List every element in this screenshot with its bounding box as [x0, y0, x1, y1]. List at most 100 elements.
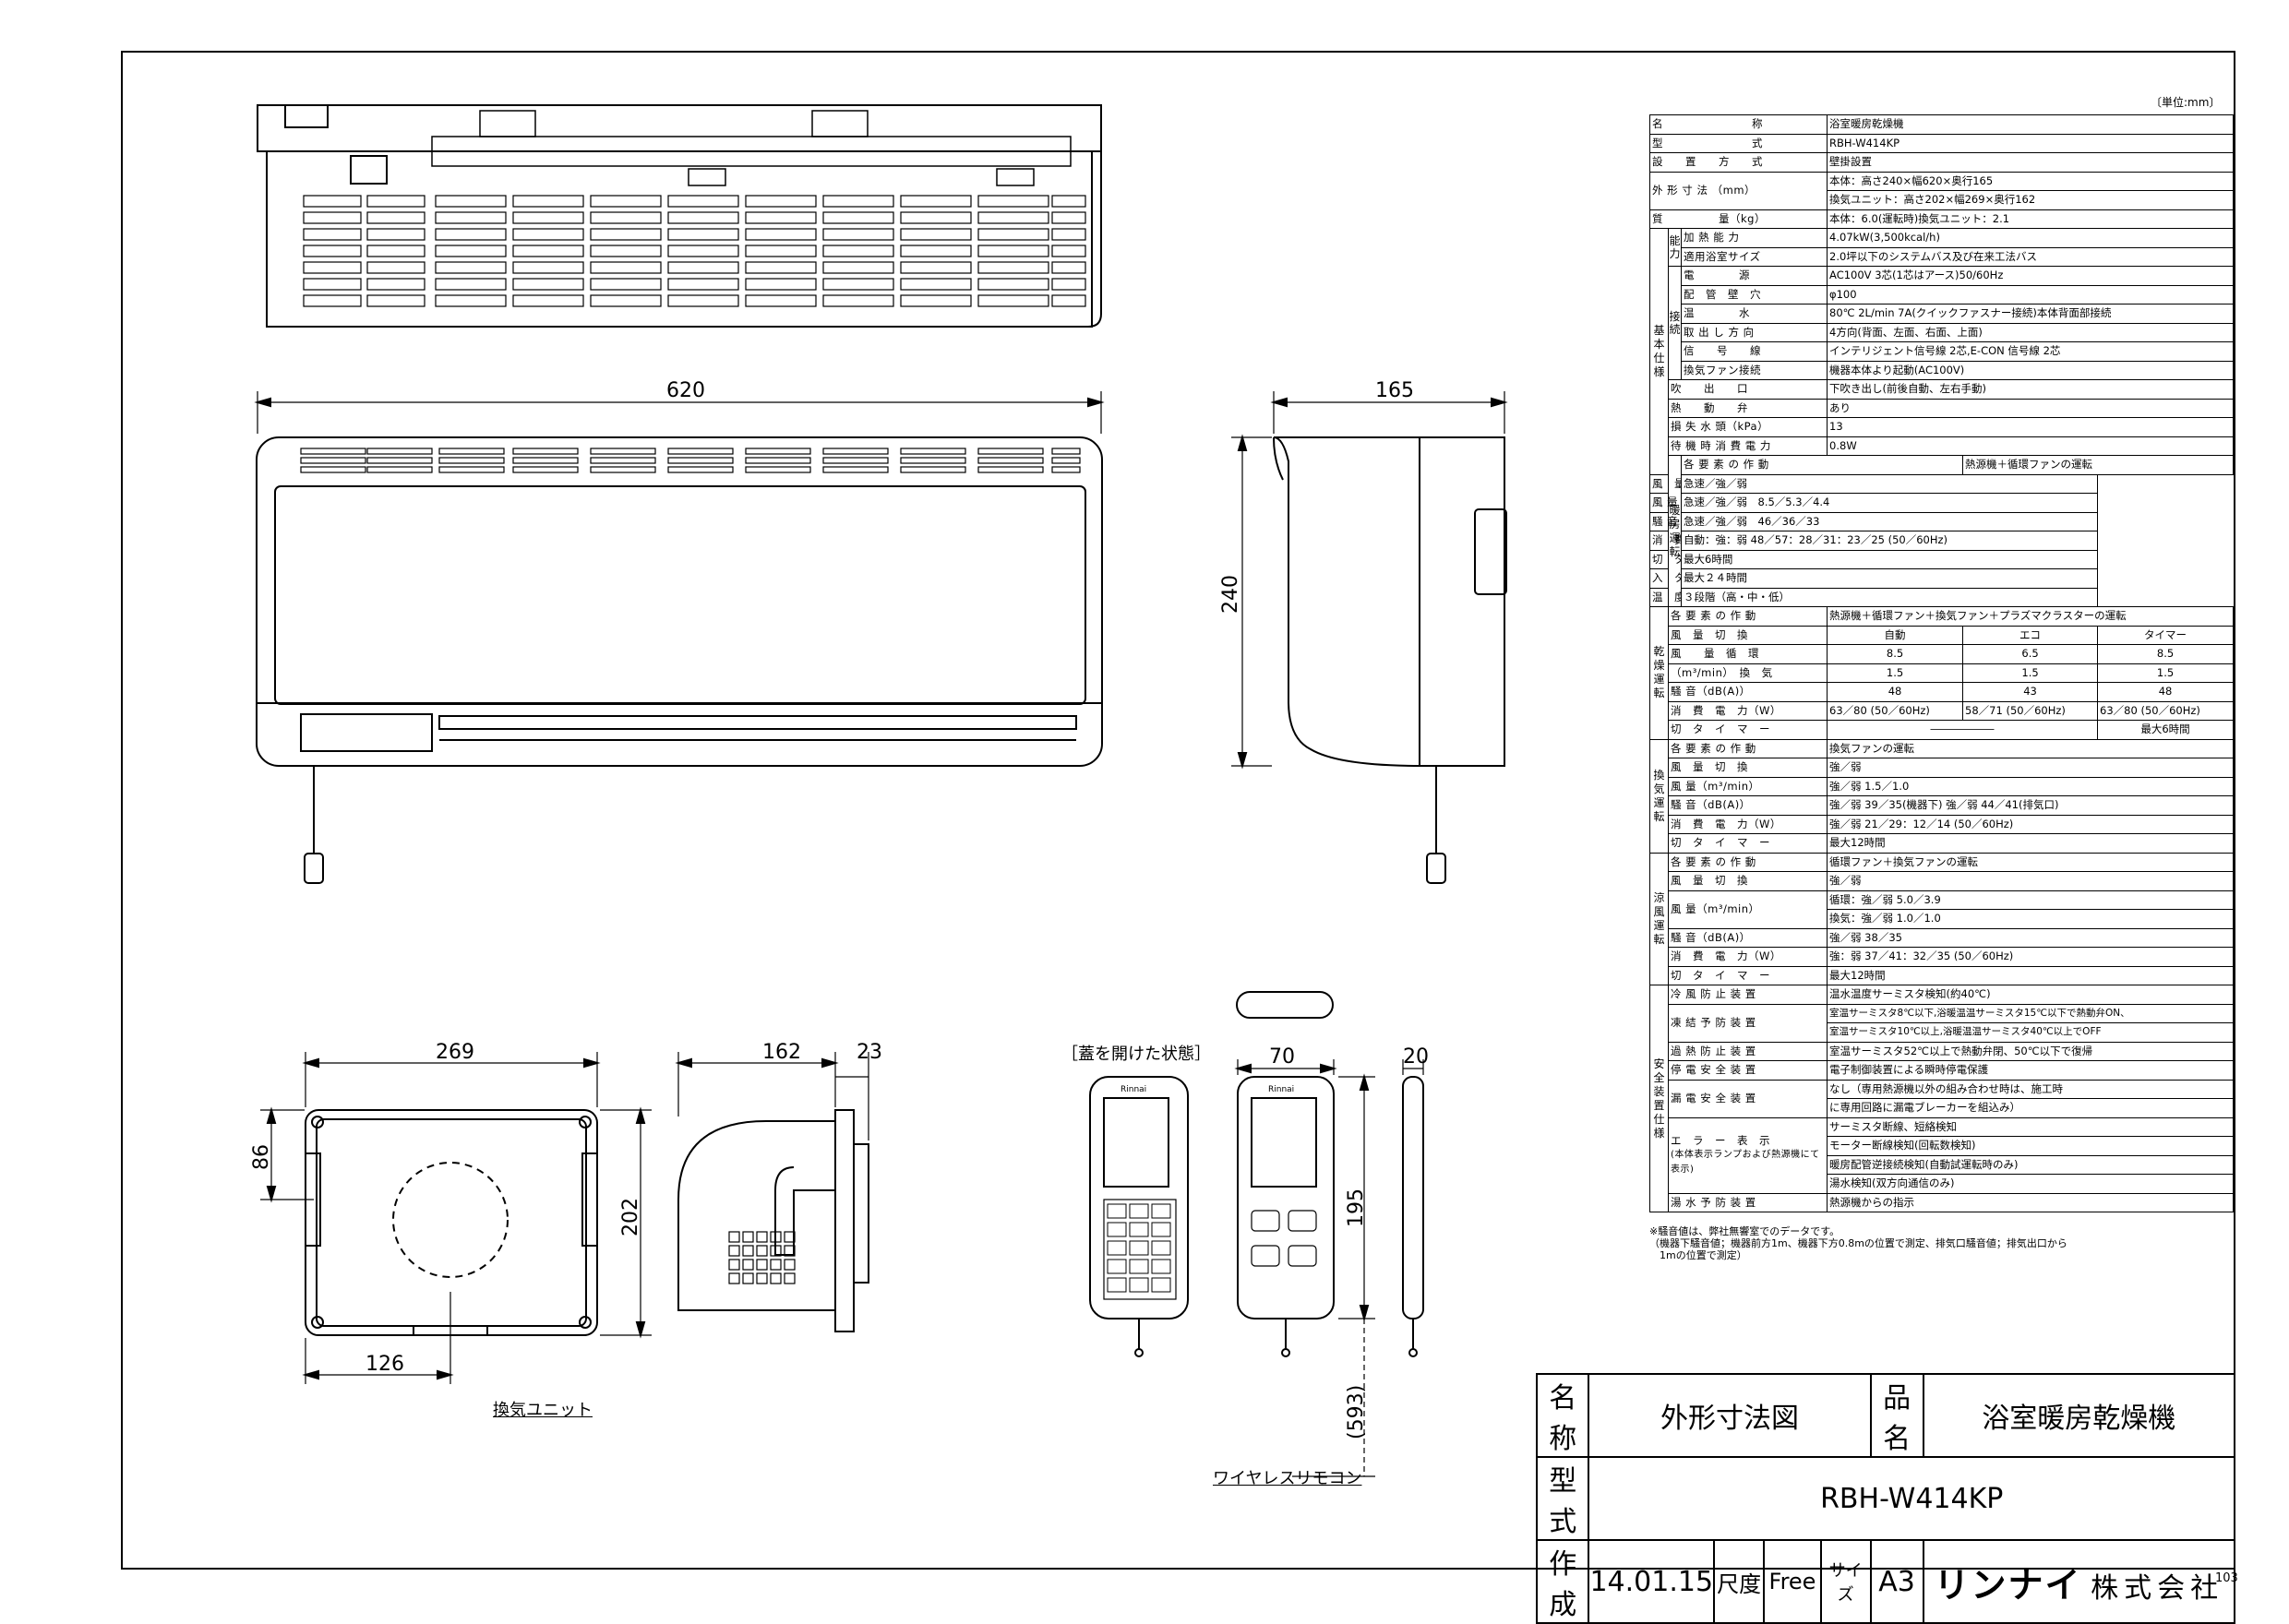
grille-slot [900, 466, 966, 473]
grille-slot [900, 245, 972, 257]
grille-slot [900, 294, 972, 307]
grille-slot [667, 228, 739, 241]
grille-slot [667, 466, 734, 473]
grille-slot [1129, 1277, 1149, 1293]
grille-slot [977, 211, 1049, 224]
grille-slot [512, 261, 584, 274]
grille-slot [512, 245, 584, 257]
grille-slot [742, 1259, 754, 1271]
grille-slot [512, 228, 584, 241]
grille-slot [435, 261, 507, 274]
drawing-frame [121, 51, 2235, 1570]
grille-slot [590, 278, 662, 291]
grille-slot [366, 228, 425, 241]
vent-unit-side-view [675, 1052, 869, 1332]
label-size: サイズ [1819, 1539, 1872, 1624]
dim-remote-width: 70 [1269, 1045, 1295, 1069]
label-model: 型式 [1535, 1456, 1590, 1541]
grille-slot [435, 294, 507, 307]
grille-slot [435, 245, 507, 257]
grille-slot [303, 211, 362, 224]
grille-slot [742, 1231, 754, 1243]
grille-slot [366, 195, 425, 208]
grille-slot [1107, 1222, 1127, 1237]
remote-brand-closed: Rinnai [1268, 1085, 1294, 1094]
grille-slot [303, 228, 362, 241]
grille-slot [300, 448, 366, 455]
grille-slot [822, 195, 894, 208]
grille-slot [822, 261, 894, 274]
dim-remote-depth: 20 [1403, 1045, 1429, 1069]
grille-slot [512, 211, 584, 224]
grille-slot [977, 278, 1049, 291]
grille-slot [770, 1231, 782, 1243]
grille-slot [784, 1231, 796, 1243]
grille-slot [512, 466, 579, 473]
grille-slot [745, 261, 817, 274]
grille-slot [667, 457, 734, 464]
label-date: 作成 [1535, 1539, 1590, 1624]
grille-slot [303, 294, 362, 307]
grille-slot [977, 294, 1049, 307]
grille-slot [590, 195, 662, 208]
grille-slot [303, 278, 362, 291]
grille-slot [822, 294, 894, 307]
grille-slot [366, 211, 425, 224]
grille-slot [728, 1259, 740, 1271]
grille-slot [300, 457, 366, 464]
grille-slot [822, 245, 894, 257]
grille-slot [784, 1272, 796, 1284]
grille-slot [745, 245, 817, 257]
grille-slot [977, 228, 1049, 241]
grille-slot [745, 448, 811, 455]
product-name: 浴室暖房乾燥機 [1922, 1373, 2236, 1458]
grille-slot [822, 211, 894, 224]
grille-slot [745, 294, 817, 307]
grille-slot [900, 195, 972, 208]
grille-slot [438, 466, 505, 473]
grille-slot [438, 448, 505, 455]
dim-remote-height: 195 [1345, 1188, 1368, 1227]
grille-slot [303, 195, 362, 208]
grille-slot [435, 278, 507, 291]
grille-slot [438, 457, 505, 464]
grille-slot [366, 294, 425, 307]
dim-vent-depth: 162 [762, 1041, 801, 1064]
grille-slot [742, 1245, 754, 1257]
grille-slot [667, 211, 739, 224]
grille-slot [1151, 1277, 1171, 1293]
grille-slot [435, 228, 507, 241]
grille-slot [784, 1245, 796, 1257]
label-name: 名称 [1535, 1373, 1590, 1458]
grille-slot [745, 457, 811, 464]
dim-vent-flange: 23 [857, 1041, 882, 1064]
grille-slot [977, 448, 1044, 455]
grille-slot [1129, 1222, 1149, 1237]
company: リンナイ 株式会社 [1922, 1539, 2236, 1624]
grille-slot [1051, 211, 1086, 224]
grille-slot [745, 228, 817, 241]
grille-slot [977, 466, 1044, 473]
grille-slot [756, 1259, 768, 1271]
grille-slot [770, 1272, 782, 1284]
date: 14.01.15 [1588, 1539, 1716, 1624]
grille-slot [822, 466, 889, 473]
dim-vent-width: 269 [436, 1041, 474, 1064]
grille-slot [512, 195, 584, 208]
grille-slot [728, 1272, 740, 1284]
grille-slot [745, 278, 817, 291]
grille-slot [1051, 278, 1086, 291]
grille-slot [770, 1245, 782, 1257]
grille-slot [900, 211, 972, 224]
grille-slot [1129, 1203, 1149, 1219]
grille-slot [1151, 1259, 1171, 1274]
main-unit-side-view [1231, 391, 1508, 884]
grille-slot [1051, 466, 1081, 473]
grille-slot [900, 261, 972, 274]
grille-slot [590, 211, 662, 224]
grille-slot [667, 294, 739, 307]
grille-slot [366, 245, 425, 257]
grille-slot [590, 261, 662, 274]
grille-slot [728, 1245, 740, 1257]
grille-slot [1107, 1259, 1127, 1274]
